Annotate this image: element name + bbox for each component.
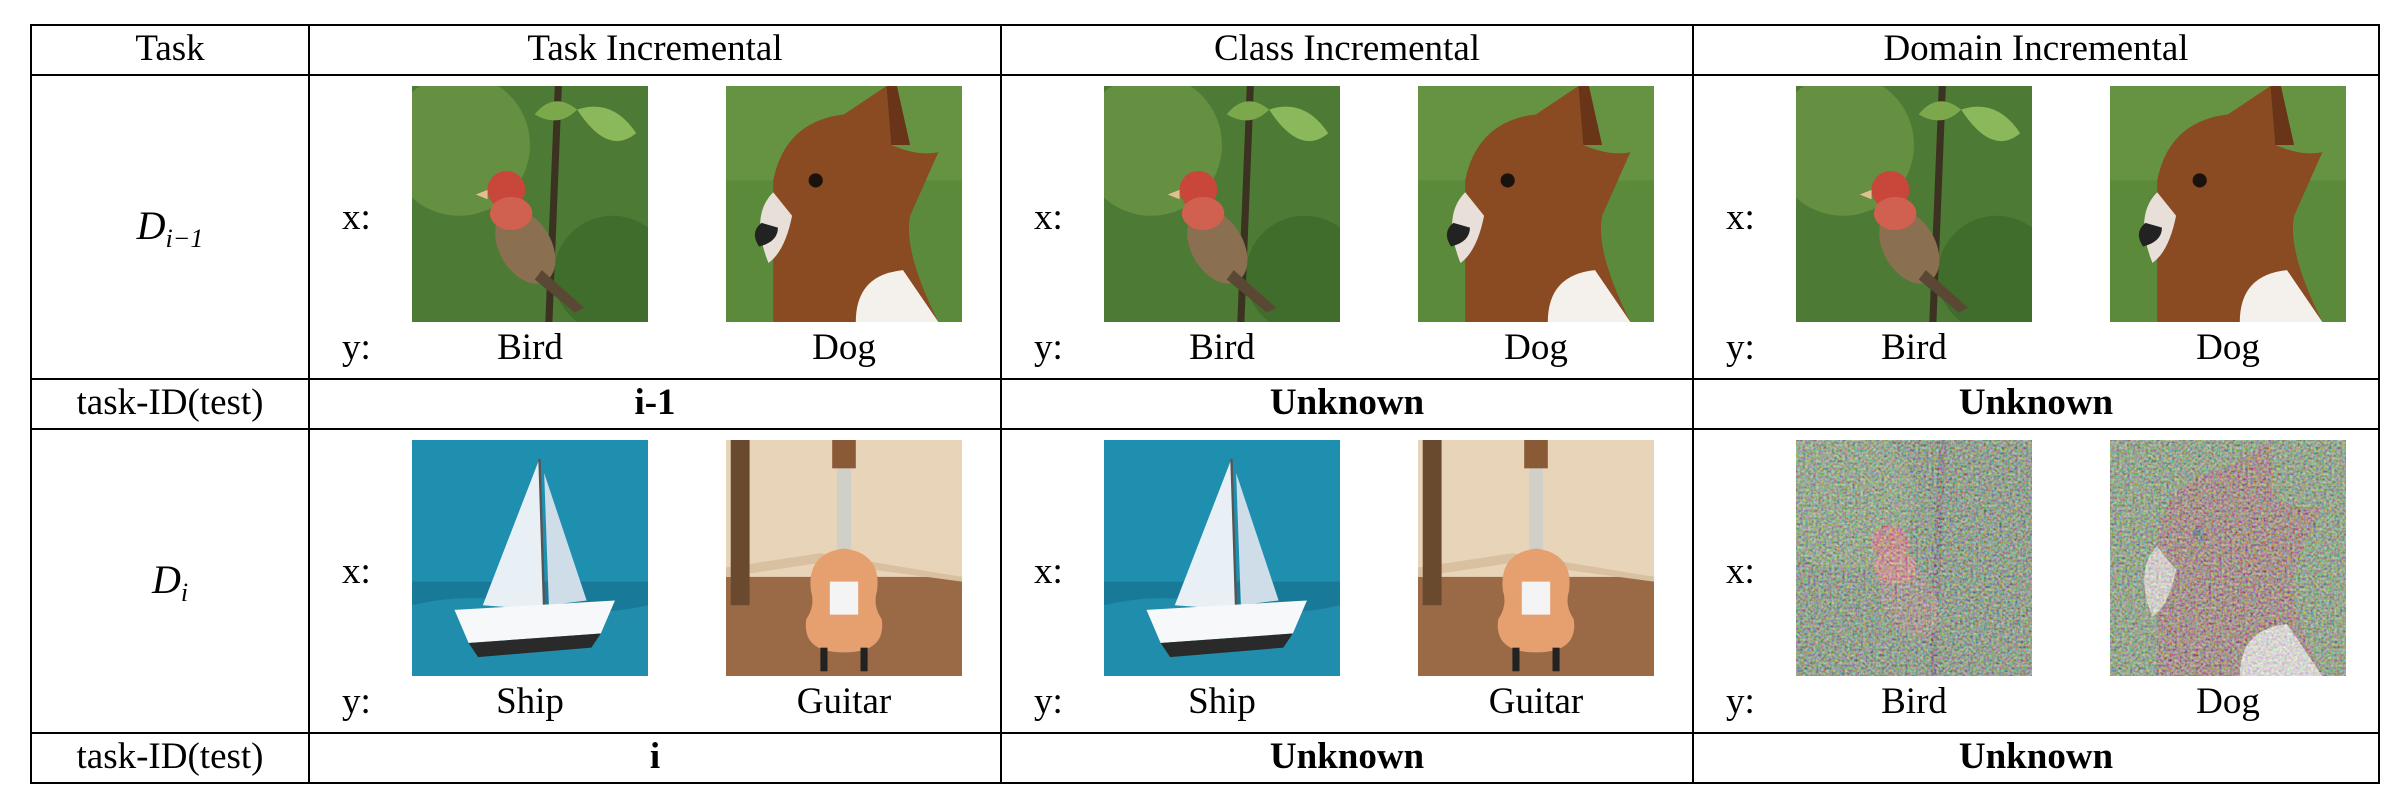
taskid-class-incremental-row1: Unknown (1269, 382, 1425, 423)
x-label: x: (1726, 551, 1755, 592)
caption-dog: Dog (2196, 327, 2260, 368)
y-label: y: (1726, 681, 1755, 722)
table-border-bottom (30, 782, 2380, 784)
noisy-bird-image (1796, 440, 2032, 676)
caption-dog: Dog (812, 327, 876, 368)
y-label: y: (1034, 681, 1063, 722)
caption-guitar: Guitar (796, 681, 892, 722)
header-domain-incremental: Domain Incremental (1883, 28, 2189, 69)
x-label: x: (342, 551, 371, 592)
row-divider (30, 378, 2380, 380)
caption-bird: Bird (497, 327, 563, 368)
caption-bird: Bird (1189, 327, 1255, 368)
y-label: y: (1726, 327, 1755, 368)
caption-ship: Ship (496, 681, 564, 722)
row-divider (30, 732, 2380, 734)
x-label: x: (342, 197, 371, 238)
header-task: Task (135, 28, 205, 69)
bird-image (412, 86, 648, 322)
row-label-d-prev: Di−1 (32, 204, 308, 261)
header-class-incremental: Class Incremental (1213, 28, 1481, 69)
caption-guitar: Guitar (1488, 681, 1584, 722)
row-label-taskid: task-ID(test) (76, 736, 264, 777)
taskid-class-incremental-row2: Unknown (1269, 736, 1425, 777)
d-subscript: i (180, 578, 189, 607)
caption-dog: Dog (1504, 327, 1568, 368)
incremental-learning-table: Task Task Incremental Class Incremental … (30, 24, 2380, 784)
bird-image (1104, 86, 1340, 322)
x-label: x: (1726, 197, 1755, 238)
row-label-d-curr: Di (32, 558, 308, 615)
taskid-domain-incremental-row2: Unknown (1958, 736, 2114, 777)
header-task-incremental: Task Incremental (527, 28, 783, 69)
caption-bird: Bird (1881, 327, 1947, 368)
y-label: y: (342, 681, 371, 722)
taskid-task-incremental-row1: i-1 (634, 382, 676, 423)
caption-bird: Bird (1881, 681, 1947, 722)
dog-image (2110, 86, 2346, 322)
ship-image (1104, 440, 1340, 676)
table-border-top (30, 24, 2380, 26)
taskid-task-incremental-row2: i (649, 736, 661, 777)
x-label: x: (1034, 551, 1063, 592)
table-border-left (30, 24, 32, 784)
caption-dog: Dog (2196, 681, 2260, 722)
table-border-right (2378, 24, 2380, 784)
column-divider (1000, 24, 1002, 784)
y-label: y: (1034, 327, 1063, 368)
d-symbol: D (136, 203, 166, 248)
column-divider (308, 24, 310, 784)
row-divider (30, 428, 2380, 430)
header-divider (30, 74, 2380, 76)
dog-image (1418, 86, 1654, 322)
bird-image (1796, 86, 2032, 322)
guitar-image (1418, 440, 1654, 676)
d-symbol: D (151, 557, 181, 602)
row-label-taskid: task-ID(test) (76, 382, 264, 423)
ship-image (412, 440, 648, 676)
taskid-domain-incremental-row1: Unknown (1958, 382, 2114, 423)
d-subscript: i−1 (165, 224, 204, 253)
guitar-image (726, 440, 962, 676)
x-label: x: (1034, 197, 1063, 238)
noisy-dog-image (2110, 440, 2346, 676)
column-divider (1692, 24, 1694, 784)
y-label: y: (342, 327, 371, 368)
caption-ship: Ship (1188, 681, 1256, 722)
dog-image (726, 86, 962, 322)
